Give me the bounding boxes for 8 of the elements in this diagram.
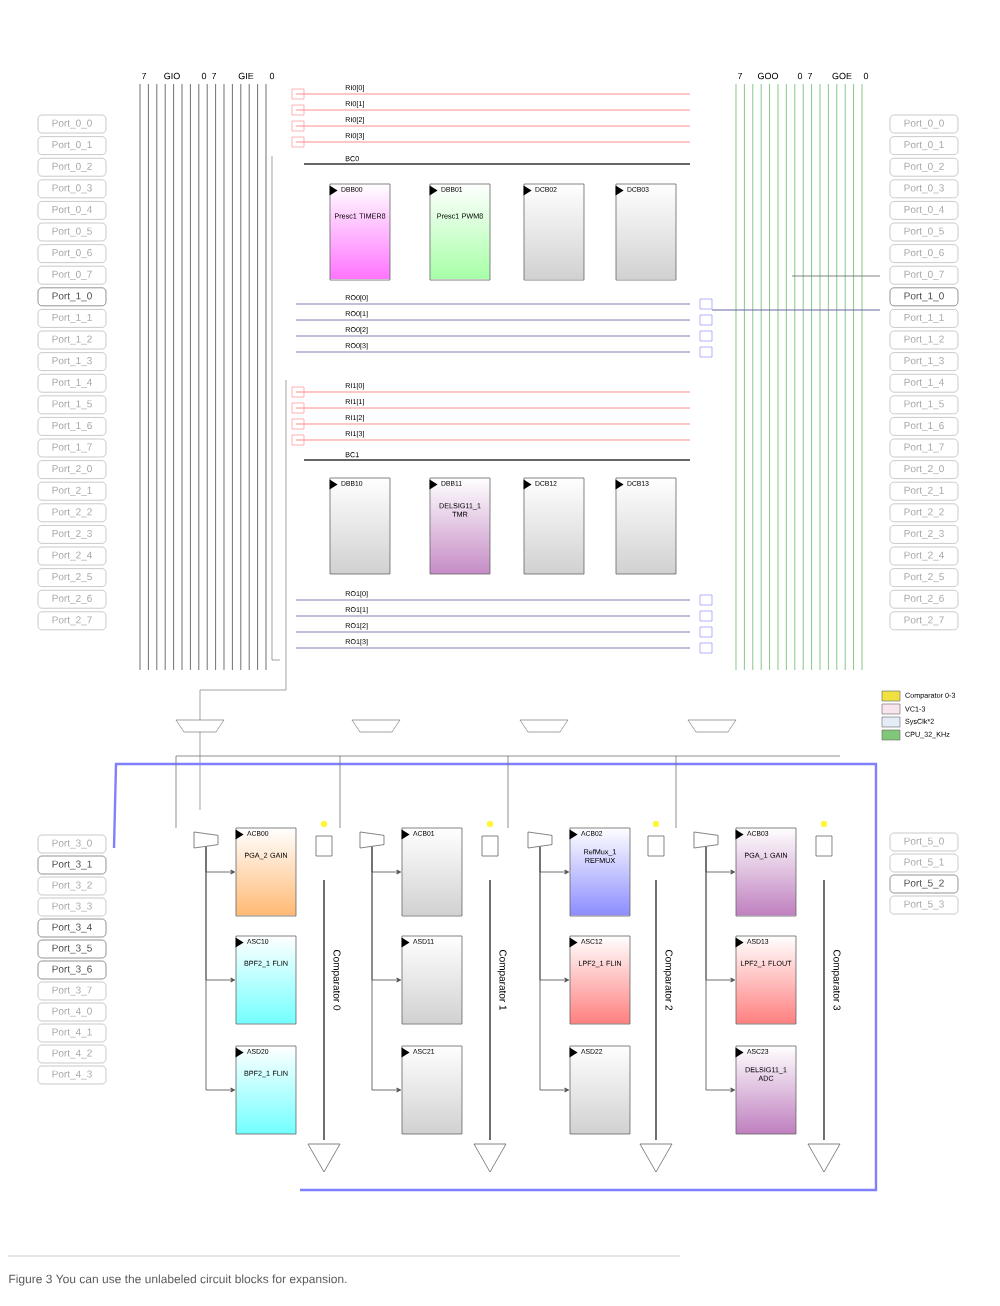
connector <box>705 846 736 1093</box>
connector <box>371 846 402 1093</box>
mux-symbol <box>359 831 385 849</box>
mux-symbol <box>193 831 219 849</box>
mux-symbol <box>527 831 553 849</box>
mux-symbol <box>693 831 719 849</box>
connector <box>205 846 236 1093</box>
connector <box>539 846 570 1093</box>
